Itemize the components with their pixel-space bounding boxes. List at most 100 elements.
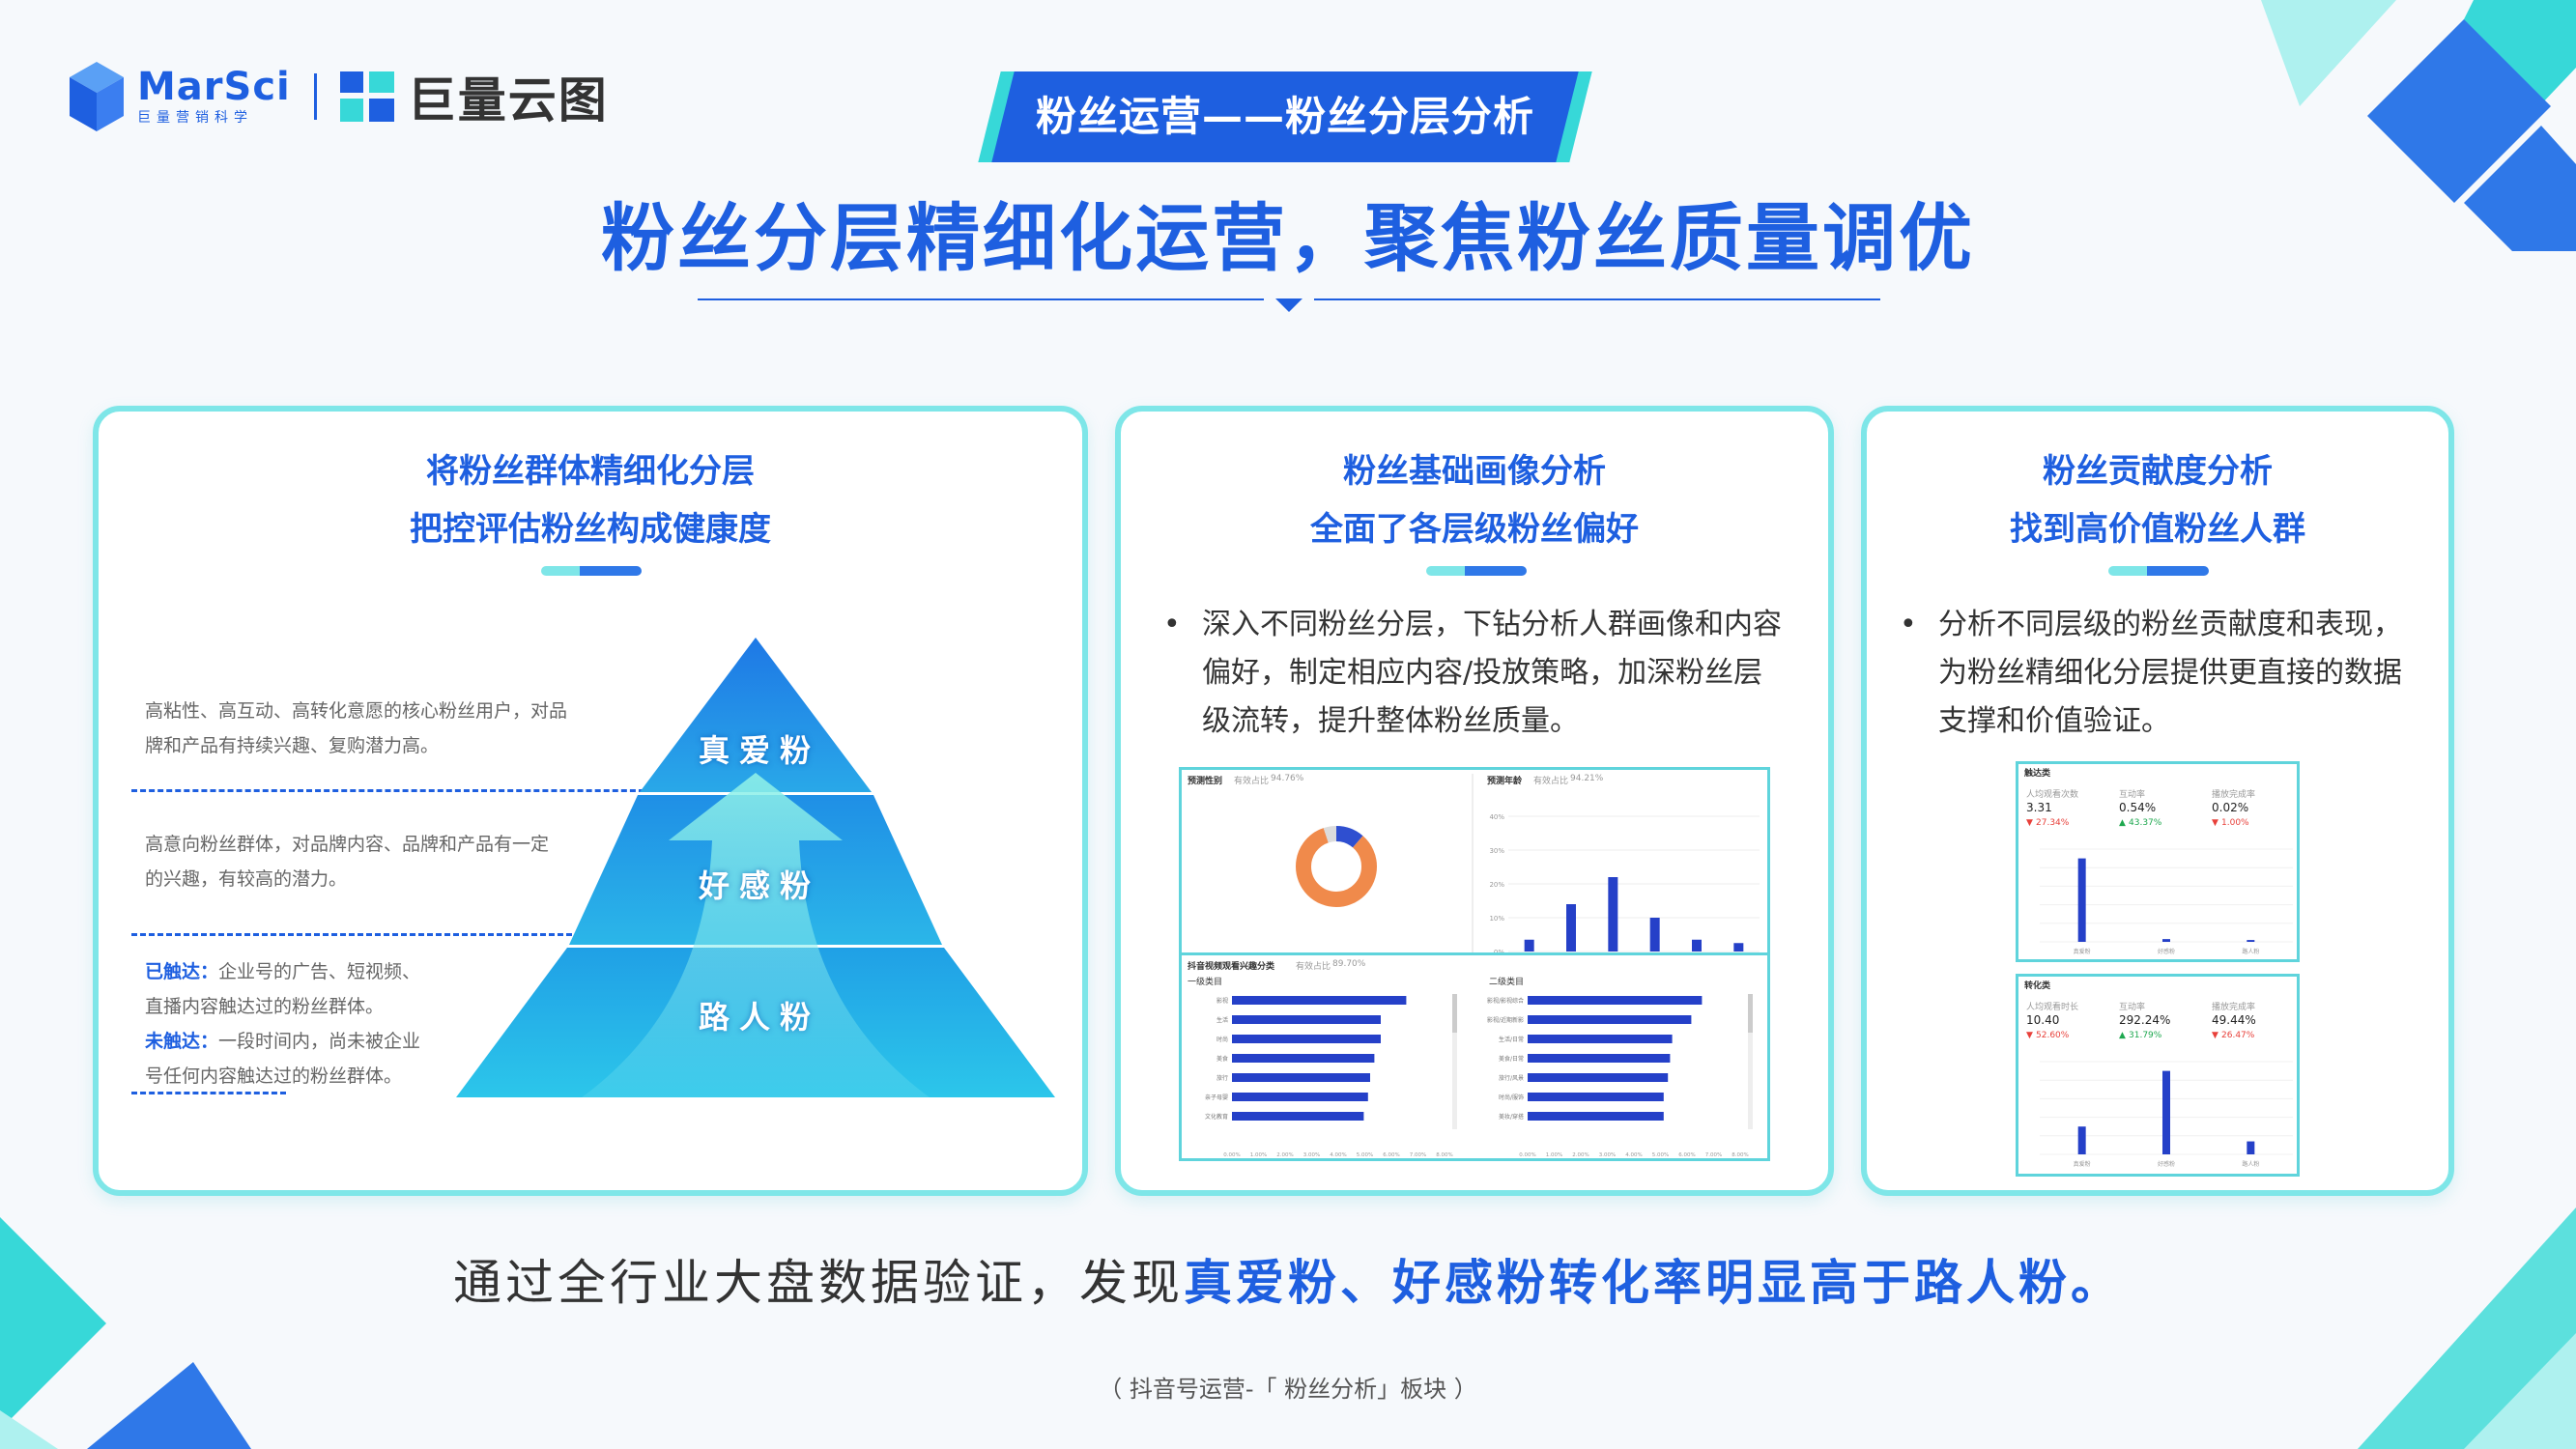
arrow-up-icon: ▲	[2119, 818, 2126, 828]
tier-true-label: 真爱粉	[698, 732, 820, 769]
decor-bottom-right	[2358, 1208, 2576, 1449]
section-tag: 粉丝运营——粉丝分层分析	[978, 71, 1592, 162]
interest-xtick: 0.00%	[1519, 1152, 1535, 1158]
gender-coverage-value: 94.76%	[1271, 774, 1304, 783]
contribution-bar-chart: 真爱粉好感粉路人粉	[2040, 848, 2293, 955]
tier-true-layer	[640, 638, 872, 792]
interest-xtick: 6.00%	[1678, 1152, 1695, 1158]
interest-bar	[1528, 1035, 1673, 1043]
metric-value: 3.31	[2026, 801, 2052, 814]
interest-xtick: 2.00%	[1276, 1152, 1293, 1158]
title-underline-left	[698, 298, 1264, 300]
interest-category: 影视	[1216, 997, 1228, 1005]
contribution-bar	[2162, 1070, 2170, 1154]
interest-xtick: 8.00%	[1436, 1152, 1452, 1158]
interest-xtick: 2.00%	[1572, 1152, 1589, 1158]
interest-bar	[1232, 1112, 1364, 1121]
interest-xtick: 5.00%	[1652, 1152, 1669, 1158]
interest-xtick: 4.00%	[1330, 1152, 1346, 1158]
tier-divider-3	[131, 1092, 286, 1094]
card2-accent-bar	[1426, 566, 1527, 576]
age-bar	[1733, 943, 1744, 952]
arrow-down-icon: ▼	[2026, 818, 2033, 828]
interest-category: 影视/近期新影	[1487, 1016, 1524, 1024]
card3-title-line1: 粉丝贡献度分析	[2043, 452, 2273, 491]
interest-xtick: 4.00%	[1625, 1152, 1642, 1158]
age-ytick: 40%	[1489, 813, 1504, 821]
interest-xtick: 3.00%	[1599, 1152, 1616, 1158]
contribution-xtick: 路人粉	[2242, 948, 2259, 955]
decor-top-right	[2261, 0, 2576, 251]
interest-bar	[1232, 1073, 1370, 1082]
interest-xtick: 6.00%	[1383, 1152, 1399, 1158]
interest-coverage-value: 89.70%	[1332, 959, 1366, 969]
unreached-desc: 一段时间内，尚未被企业号任何内容触达过的粉丝群体。	[145, 1031, 421, 1087]
growth-arrow	[582, 773, 930, 1097]
interest-category: 时尚	[1216, 1036, 1228, 1043]
reached-label: 已触达：	[145, 961, 219, 982]
contribution-bar	[2077, 1126, 2086, 1154]
interest-scrollbar-thumb	[1748, 994, 1753, 1033]
age-ytick: 20%	[1489, 881, 1504, 889]
profile-interest-panel: 抖音视频观看兴趣分类 有效占比 89.70% 一级类目 二级类目 影视生活时尚美…	[1179, 952, 1770, 1161]
interest-bar	[1528, 1015, 1692, 1024]
interest-category: 美食	[1216, 1055, 1228, 1063]
card2-bullet-text: 深入不同粉丝分层，下钻分析人群画像和内容偏好，制定相应内容/投放策略，加深粉丝层…	[1202, 608, 1782, 738]
tier-pass-label: 路人粉	[698, 999, 820, 1036]
yuntu-name: 巨量云图	[407, 72, 609, 128]
interest-bar	[1232, 1015, 1381, 1024]
arrow-up-icon: ▲	[2119, 1031, 2126, 1040]
metric-delta: 52.60%▼	[2026, 1031, 2070, 1040]
convert-panel-title: 转化类	[2024, 981, 2051, 991]
brand-logo: MarSci 巨量营销科学 巨量云图	[70, 58, 609, 135]
metric-delta: 31.79%▲	[2119, 1031, 2162, 1040]
marsci-wordmark: MarSci 巨量营销科学	[137, 67, 291, 127]
title-underline-right	[1314, 298, 1880, 300]
gender-chart-title: 预测性别	[1188, 777, 1223, 786]
interest-bar	[1528, 1112, 1664, 1121]
interest-xtick: 7.00%	[1410, 1152, 1426, 1158]
interest-bar-chart-right: 影视/影视综合影视/近期新影生活/日常美食/日常旅行/风景时尚/服饰美妆/穿搭0…	[1487, 994, 1753, 1158]
source-note: （ 抖音号运营-「 粉丝分析」板块 ）	[1099, 1376, 1477, 1403]
metric-name: 互动率	[2119, 1003, 2146, 1012]
yuntu-logo-icon	[339, 71, 394, 122]
metric-name: 播放完成率	[2212, 1003, 2256, 1012]
card1-title-line2: 把控评估粉丝构成健康度	[410, 510, 771, 549]
metric-name: 播放完成率	[2212, 790, 2256, 800]
interest-category: 生活/日常	[1499, 1036, 1524, 1043]
interest-xtick: 5.00%	[1357, 1152, 1373, 1158]
gender-donut	[1296, 826, 1377, 907]
conclusion-prefix: 通过全行业大盘数据验证，发现	[453, 1255, 1184, 1311]
arrow-down-icon: ▼	[2026, 1031, 2033, 1040]
logo-divider	[313, 73, 317, 120]
marsci-name: MarSci	[137, 65, 291, 109]
interest-category: 亲子母婴	[1205, 1094, 1228, 1101]
tier-fav-desc: 高意向粉丝群体，对品牌内容、品牌和产品有一定的兴趣，有较高的潜力。	[145, 834, 550, 890]
interest-bar-chart-left: 影视生活时尚美食旅行亲子母婴文化教育0.00%1.00%2.00%3.00%4.…	[1205, 994, 1457, 1158]
arrow-down-icon: ▼	[2212, 1031, 2218, 1040]
metric-value: 49.44%	[2212, 1013, 2256, 1027]
tier-pass-desc: 已触达：企业号的广告、短视频、直播内容触达过的粉丝群体。 未触达：一段时间内，尚…	[145, 954, 435, 1094]
interest-scrollbar	[1452, 994, 1457, 1129]
reached-desc: 企业号的广告、短视频、直播内容触达过的粉丝群体。	[145, 961, 421, 1017]
card3-bullet-text: 分析不同层级的粉丝贡献度和表现，为粉丝精细化分层提供更直接的数据支撑和价值验证。	[1938, 608, 2402, 738]
card3-accent-bar	[2108, 566, 2209, 576]
interest-category: 旅行/风景	[1499, 1074, 1524, 1082]
section-tag-text: 粉丝运营——粉丝分层分析	[1035, 93, 1534, 140]
interest-scrollbar-thumb	[1452, 994, 1457, 1033]
page-title: 粉丝分层精细化运营，聚焦粉丝质量调优	[601, 195, 1975, 281]
decor-bottom-left	[0, 1217, 251, 1449]
tier-divider-2	[131, 933, 624, 936]
contribution-bar	[2247, 1141, 2255, 1154]
age-coverage-label: 有效占比	[1533, 777, 1569, 786]
gender-coverage-label: 有效占比	[1234, 777, 1270, 786]
arrow-down-icon: ▼	[2212, 818, 2218, 828]
interest-category: 生活	[1216, 1016, 1228, 1024]
interest-xtick: 0.00%	[1223, 1152, 1240, 1158]
contribution-bar-chart: 真爱粉好感粉路人粉	[2040, 1061, 2293, 1168]
interest-bar	[1528, 1093, 1664, 1101]
interest-xtick: 1.00%	[1250, 1152, 1267, 1158]
interest-category: 旅行	[1216, 1074, 1228, 1082]
age-bar-chart: 40%30%20%10%0%18-2324-3031-4041-5050+未知	[1489, 813, 1760, 967]
